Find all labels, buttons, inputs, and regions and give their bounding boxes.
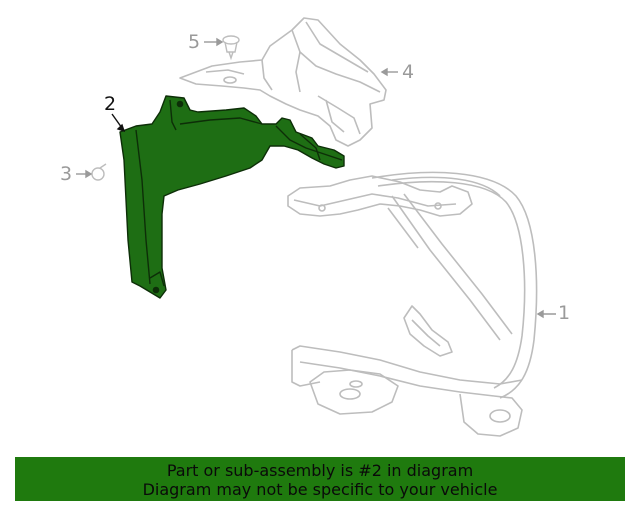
callout-1[interactable]: 1 xyxy=(558,302,571,324)
part-5-push-pin xyxy=(222,35,240,61)
part-info-banner: Part or sub-assembly is #2 in diagram Di… xyxy=(15,457,625,501)
callout-5[interactable]: 5 xyxy=(188,31,201,53)
part-2-shield-highlighted xyxy=(119,95,345,299)
leader-3-arrow xyxy=(85,169,93,179)
part-4-duct xyxy=(179,17,387,147)
callout-2[interactable]: 2 xyxy=(104,93,117,115)
part-1-frame xyxy=(287,171,538,437)
part-3-clip xyxy=(91,163,107,181)
banner-line-2: Diagram may not be specific to your vehi… xyxy=(142,480,498,499)
leader-4-arrow xyxy=(380,67,388,77)
leader-2-arrow xyxy=(116,123,126,133)
banner-line-1: Part or sub-assembly is #2 in diagram xyxy=(166,461,474,480)
callout-4[interactable]: 4 xyxy=(402,61,415,83)
leader-2 xyxy=(111,113,123,129)
leader-lines xyxy=(76,37,556,319)
leader-1-arrow xyxy=(536,309,544,319)
leader-5-arrow xyxy=(216,37,224,47)
callout-3[interactable]: 3 xyxy=(60,163,73,185)
parts-diagram xyxy=(76,17,556,437)
